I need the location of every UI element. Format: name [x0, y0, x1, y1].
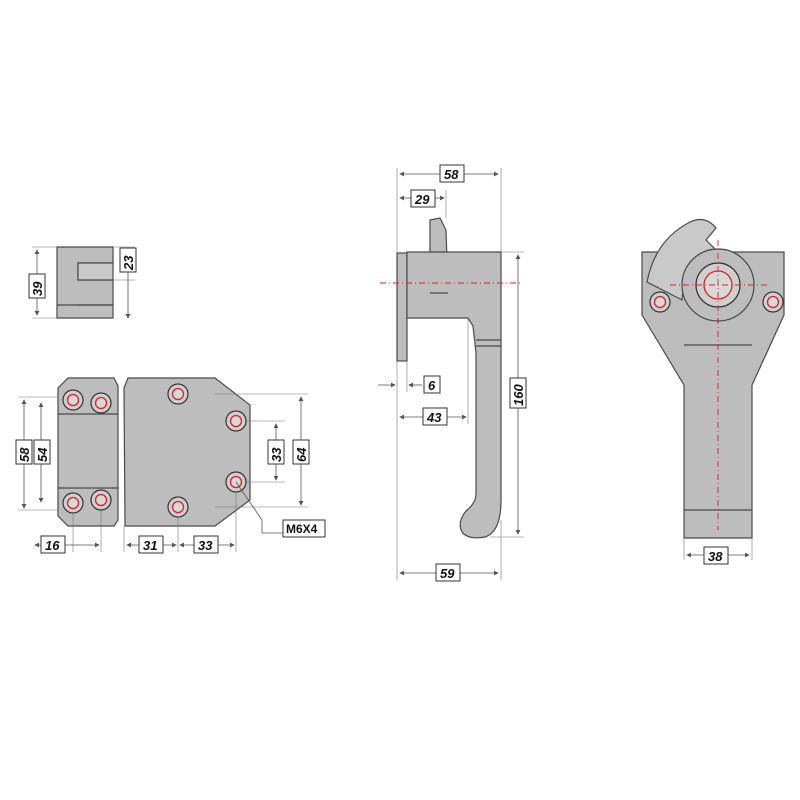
dim-base-overall-vertical: 64	[294, 447, 309, 462]
keeper-side-view: 39 23	[28, 246, 137, 319]
dim-base-hole-vertical: 33	[269, 447, 284, 462]
dim-latch-cam: 29	[414, 192, 430, 207]
dim-front-handle-width: 38	[708, 549, 723, 564]
dim-latch-height: 160	[511, 384, 526, 406]
dim-keeper-slot: 23	[121, 255, 136, 271]
dim-keeper-width: 16	[45, 538, 60, 553]
dim-keeper-height: 39	[30, 281, 45, 296]
latch-side-view: 58 29 6 43 160 59	[378, 164, 527, 582]
dim-keeper-hole-spacing: 54	[35, 447, 50, 462]
keeper-mounting-holes	[62, 389, 112, 514]
dim-latch-handle-reach: 43	[426, 410, 442, 425]
keeper-front-view: 58 54 16	[15, 377, 119, 554]
latch-front-view: 38	[641, 218, 785, 565]
dim-latch-width-bottom: 59	[440, 566, 455, 581]
dim-base-span-2: 33	[198, 538, 213, 553]
dim-latch-width-top: 58	[444, 167, 459, 182]
thread-spec-label: M6X4	[286, 522, 318, 536]
dim-latch-plate: 6	[428, 378, 436, 393]
dim-keeper-overall: 58	[17, 447, 32, 462]
dim-base-span-1: 31	[143, 538, 157, 553]
base-plate-view: 33 64 31 33 M6X4	[123, 377, 326, 554]
